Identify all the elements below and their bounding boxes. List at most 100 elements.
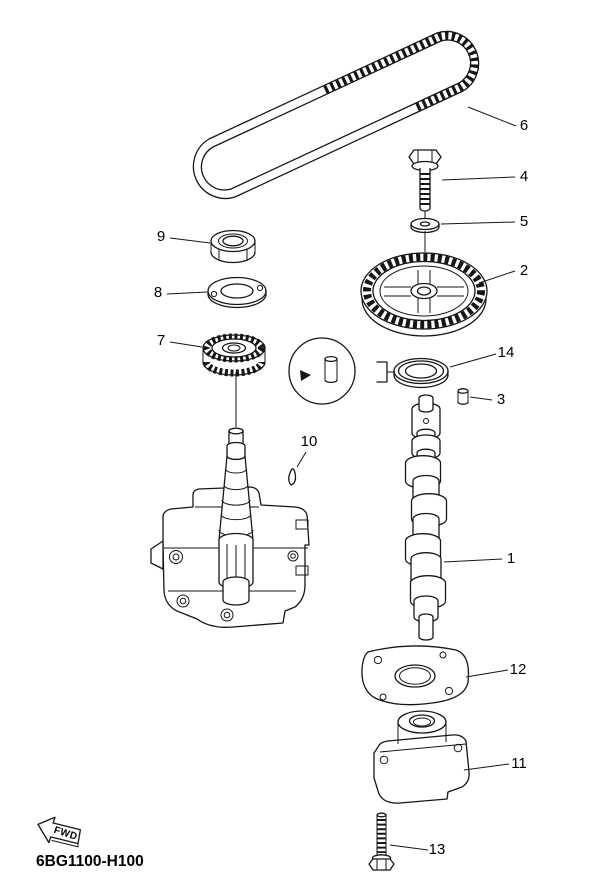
bolt-hole bbox=[290, 553, 296, 559]
callout-9: 9 bbox=[157, 228, 165, 245]
detail-collar-top bbox=[324, 355, 338, 363]
plain-washer bbox=[410, 217, 440, 252]
pump-boss-bore bbox=[408, 714, 436, 728]
leader-line-8 bbox=[166, 291, 208, 295]
nut-chamfer bbox=[218, 233, 248, 249]
sprocket-teeth-ring bbox=[363, 253, 485, 329]
detail-bracket bbox=[376, 361, 388, 383]
bolt-boss bbox=[287, 550, 299, 562]
plate-small-hole bbox=[210, 290, 218, 298]
shaft-cone bbox=[218, 455, 254, 541]
pump-body bbox=[373, 734, 470, 804]
leader-line-3 bbox=[469, 396, 493, 401]
callout-6: 6 bbox=[520, 117, 528, 134]
leader-line-11 bbox=[463, 763, 510, 771]
sprocket-hub bbox=[227, 344, 241, 352]
driveshaft bbox=[218, 427, 254, 606]
detail-circle-outline bbox=[288, 337, 356, 405]
callout-13: 13 bbox=[429, 841, 446, 858]
nut-bore bbox=[222, 235, 244, 247]
pump-bolt-boss bbox=[453, 743, 463, 753]
dowel-pin bbox=[457, 388, 469, 405]
fwd-arrow-shape bbox=[37, 816, 82, 845]
nut-top-face bbox=[210, 229, 256, 253]
cone-ring bbox=[225, 469, 247, 474]
gasket-bolt-hole bbox=[379, 693, 387, 701]
detail-circle bbox=[288, 337, 395, 405]
driven-sprocket bbox=[360, 252, 488, 337]
gasket-bolt-hole bbox=[373, 655, 383, 665]
cone-ring bbox=[221, 499, 251, 506]
bolt-boss bbox=[220, 608, 234, 622]
leader-line-14 bbox=[449, 353, 497, 368]
callout-7: 7 bbox=[157, 332, 165, 349]
camshaft bbox=[404, 394, 448, 641]
gasket-center-hole bbox=[394, 664, 436, 688]
sprocket-hub bbox=[410, 282, 438, 300]
shaft-base bbox=[222, 576, 250, 606]
crankcase-left-fin bbox=[150, 540, 164, 570]
seal-outer bbox=[393, 357, 449, 385]
nut-bottom-arc bbox=[210, 251, 256, 264]
gasket-center-ring bbox=[399, 667, 431, 685]
crankcase-pad bbox=[295, 519, 309, 530]
oil-seal bbox=[393, 357, 449, 389]
plate-washer bbox=[207, 276, 267, 309]
timing-belt bbox=[192, 30, 480, 200]
sprocket-teeth-ring bbox=[203, 333, 265, 363]
bolt-boss bbox=[176, 594, 190, 608]
sprocket-tooth-flanks bbox=[203, 361, 265, 377]
gasket-bolt-hole bbox=[444, 686, 454, 696]
bolt-hole bbox=[223, 611, 231, 619]
pump-boss-top bbox=[397, 710, 447, 734]
oil-pump bbox=[373, 710, 470, 804]
leader-line-5 bbox=[440, 221, 516, 225]
callout-12: 12 bbox=[510, 661, 527, 678]
seal-mid-ring bbox=[397, 360, 445, 382]
bolt-hole bbox=[179, 597, 187, 605]
driveshaft-nut bbox=[210, 229, 256, 264]
cone-ring bbox=[220, 514, 252, 521]
callout-11: 11 bbox=[511, 755, 527, 772]
callout-numbers: 6 4 5 2 14 3 1 12 11 13 9 8 7 10 bbox=[154, 117, 528, 858]
sprocket-bore bbox=[221, 342, 247, 354]
plate-thickness bbox=[207, 290, 267, 309]
plate-small-hole bbox=[256, 284, 264, 292]
pin-bottom bbox=[457, 401, 469, 405]
callout-4: 4 bbox=[520, 168, 528, 185]
leader-line-2 bbox=[478, 270, 516, 284]
drive-sprocket bbox=[202, 333, 266, 427]
seal-bore bbox=[404, 363, 438, 379]
callout-2: 2 bbox=[520, 262, 528, 279]
bolt-hole bbox=[172, 553, 180, 561]
gasket-outline bbox=[361, 645, 470, 706]
fwd-arrow-depth bbox=[51, 839, 79, 848]
crankcase-pad bbox=[295, 565, 309, 576]
washer-outer bbox=[410, 217, 440, 231]
leader-line-4 bbox=[441, 176, 516, 181]
cam-top-nub bbox=[418, 394, 434, 413]
bolt-boss bbox=[169, 550, 183, 564]
sprocket-bolt bbox=[408, 149, 442, 218]
leader-line-1 bbox=[443, 558, 503, 563]
detail-arrow-icon bbox=[300, 370, 311, 381]
cam-cross-hole bbox=[423, 418, 429, 424]
pin-top bbox=[457, 388, 469, 394]
callout-5: 5 bbox=[520, 213, 528, 230]
cam-tip bbox=[418, 613, 434, 641]
pump-body-line bbox=[379, 743, 467, 753]
sprocket-depth-arc bbox=[361, 298, 487, 337]
leader-line-10 bbox=[296, 451, 307, 468]
callout-8: 8 bbox=[154, 284, 162, 301]
washer-hole bbox=[419, 221, 431, 227]
cone-ring bbox=[223, 484, 249, 491]
sprocket-bottom-arc bbox=[202, 361, 266, 376]
plate-outer bbox=[207, 276, 267, 306]
gasket-bolt-hole bbox=[439, 651, 447, 659]
detail-collar-bottom bbox=[324, 379, 338, 384]
belt-teeth bbox=[323, 31, 480, 113]
shaft-tip-top bbox=[228, 427, 244, 435]
leader-line-13 bbox=[389, 844, 429, 851]
bolt-tip bbox=[376, 812, 387, 818]
